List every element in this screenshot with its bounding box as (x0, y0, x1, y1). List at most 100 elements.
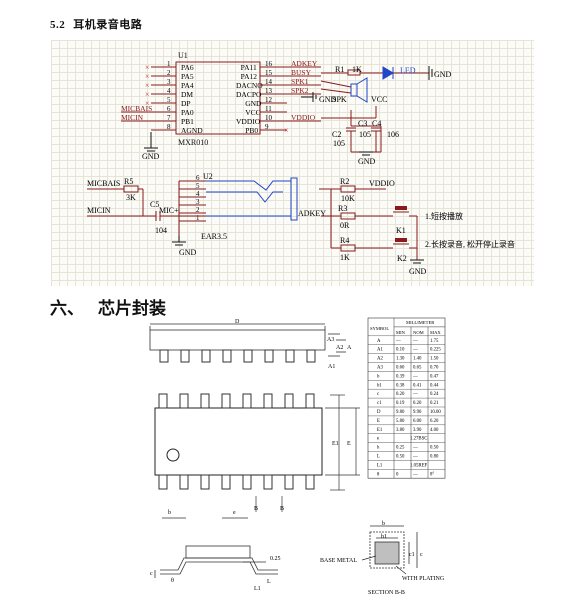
table-cell: 0.25 (396, 446, 405, 451)
table-cell: 0.10 (396, 348, 405, 353)
with-plating-label: WITH PLATING (402, 576, 445, 582)
u1-pin-name: PA12 (241, 72, 258, 81)
table-cell: 0.21 (430, 401, 439, 406)
r4-ref: R4 (340, 236, 349, 245)
table-cell: b (377, 374, 380, 379)
u1-pin-name: DACPO (236, 90, 262, 99)
table-cell: — (412, 348, 418, 353)
table-cell: 0.47 (430, 374, 439, 379)
section-B-left: B (254, 506, 258, 512)
table-cell: 6.20 (430, 419, 439, 424)
table-cell: — (412, 374, 418, 379)
r3-ref: R3 (338, 204, 347, 213)
dim-A3: A3 (327, 337, 334, 343)
u1-pin-number: 11 (265, 105, 272, 113)
table-cell: 0.24 (430, 392, 439, 397)
table-cell: 0.20 (413, 401, 422, 406)
table-cell: A2 (377, 357, 383, 362)
u1-pin-number: 12 (265, 96, 273, 104)
k2-ref: K2 (397, 254, 407, 263)
gnd-label-led: GND (434, 70, 452, 79)
u1-pin-number: 8 (167, 123, 171, 131)
c4-ref: C4 (372, 119, 381, 128)
micin-net: MICIN (87, 206, 111, 215)
table-cell: E (377, 419, 380, 424)
r2-ref: R2 (340, 177, 349, 186)
dim-E1: E1 (332, 441, 339, 447)
table-header: MAX (430, 330, 441, 335)
no-connect-icon: × (145, 81, 150, 90)
dim-D: D (235, 319, 240, 325)
top-lead (221, 393, 231, 409)
dim-c-side: c (150, 571, 153, 577)
u1-net-label: MICIN (121, 113, 144, 122)
u1-pin-number: 3 (167, 78, 171, 86)
table-cell: 0.60 (396, 366, 405, 371)
table-cell: 5.80 (396, 419, 405, 424)
dim-b-section: b (382, 521, 385, 527)
dim-c-section: c (420, 552, 423, 558)
u1-pin-number: 9 (265, 123, 269, 131)
c3-ref: C3 (358, 119, 367, 128)
note-short-press: 1.短按播放 (425, 211, 463, 221)
gnd-label-keys: GND (409, 267, 427, 276)
table-cell: b1 (377, 383, 382, 388)
u2-pin-number: 4 (196, 190, 200, 198)
u1-pin-name: DP (181, 99, 191, 108)
table-header: SYMBOL (370, 326, 389, 331)
k1-ref: K1 (396, 226, 406, 235)
table-header: NOM (413, 330, 424, 335)
lead-profile (160, 557, 278, 571)
u1-body (175, 61, 261, 135)
u1-pin-number: 14 (265, 78, 273, 86)
u1-pin-name: PB0 (245, 126, 258, 135)
u1-pin-name: VDDIO (236, 117, 261, 126)
side-lead (222, 349, 232, 363)
vddio-net: VDDIO (369, 179, 395, 188)
side-lead (243, 349, 253, 363)
k1-button-icon (395, 206, 407, 210)
u1-part: MXR010 (178, 138, 208, 147)
table-cell: 0.20 (396, 392, 405, 397)
table-cell: c1 (377, 401, 382, 406)
table-cell: 0.41 (413, 383, 422, 388)
bottom-lead (179, 474, 189, 490)
u1-pin-number: 6 (167, 105, 171, 113)
r2-val: 10K (341, 194, 355, 203)
u1-ref: U1 (178, 51, 188, 60)
u1-pin-name: PB1 (181, 117, 194, 126)
table-cell: — (412, 339, 418, 344)
table-cell: 0 (396, 472, 399, 477)
dim-A2: A2 (336, 345, 343, 351)
chapter-number: 六、 (50, 299, 84, 319)
u1-pin-name: PA5 (181, 72, 194, 81)
table-cell: 0.44 (430, 383, 439, 388)
table-cell: h (377, 446, 380, 451)
u1-pin-name: PA0 (181, 108, 194, 117)
adkey-net: ADKEY (298, 209, 326, 218)
c5-val: 104 (155, 226, 167, 235)
table-cell: 1.40 (413, 357, 422, 362)
u1-pin-number: 2 (167, 69, 171, 77)
u2-pin-number: 3 (196, 198, 200, 206)
gnd-label-u1: GND (142, 152, 160, 161)
top-lead (305, 393, 315, 409)
c2-ref: C2 (332, 130, 341, 139)
c3-val: 105 (359, 130, 371, 139)
vcc-label: VCC (371, 95, 387, 104)
side-lead (180, 349, 190, 363)
led-icon (382, 66, 394, 80)
pin1-marker-icon (166, 448, 180, 462)
u1-pin-name: AGND (181, 126, 203, 135)
note-long-press: 2.长按录音, 松开停止录音 (425, 239, 515, 249)
bottom-lead (158, 474, 168, 490)
table-cell: A3 (377, 366, 383, 371)
dim-b1: b1 (381, 534, 387, 540)
micplus-net: MIC+ (159, 206, 179, 215)
r5-val: 3K (126, 193, 136, 202)
no-connect-icon: × (145, 63, 150, 72)
side-view-leads (159, 349, 316, 363)
